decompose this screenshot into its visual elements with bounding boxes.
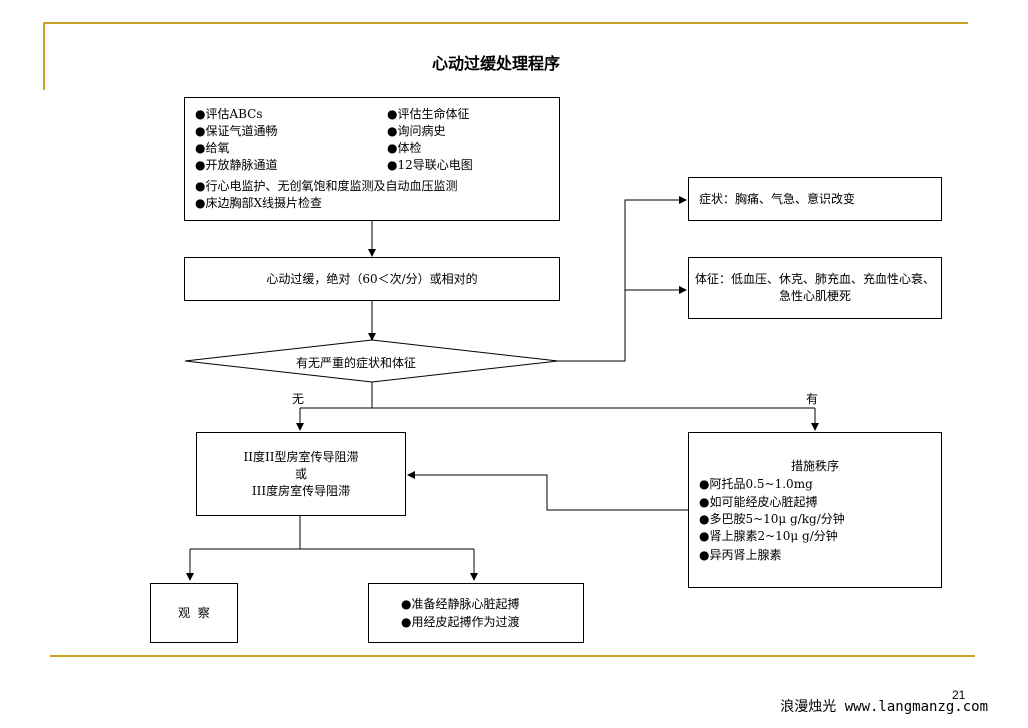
measures-item: ●异丙肾上腺素 bbox=[699, 548, 782, 562]
av-block-line: 或 bbox=[294, 467, 307, 481]
assess-item: ●评估ABCs bbox=[195, 107, 263, 121]
signs-box: 体征：低血压、休克、肺充血、充血性心衰、急性心肌梗死 bbox=[688, 257, 942, 319]
no-branch-label: 无 bbox=[292, 392, 305, 406]
measures-item: ●肾上腺素2~10μ g/分钟 bbox=[699, 529, 838, 543]
assess-item: ●体检 bbox=[387, 141, 422, 155]
observe-box: 观 察 bbox=[150, 583, 238, 643]
assess-item: ●行心电监护、无创氧饱和度监测及自动血压监测 bbox=[195, 179, 458, 193]
symptoms-text: 症状：胸痛、气急、意识改变 bbox=[699, 192, 856, 206]
observe-text: 观 察 bbox=[178, 605, 210, 620]
page-title: 心动过缓处理程序 bbox=[432, 54, 561, 73]
measures-item: ●如可能经皮心脏起搏 bbox=[699, 495, 818, 509]
assess-item: ●给氧 bbox=[195, 141, 230, 155]
measures-title: 措施秩序 bbox=[790, 459, 839, 473]
left-accent-bar bbox=[43, 22, 45, 90]
pacing-item: ●用经皮起搏作为过渡 bbox=[401, 615, 520, 629]
assessment-box: ●评估ABCs ●保证气道通畅 ●给氧 ●开放静脉通道 ●评估生命体征 ●询问病… bbox=[184, 97, 560, 221]
pacing-box: ●准备经静脉心脏起搏 ●用经皮起搏作为过渡 bbox=[368, 583, 584, 643]
bradycardia-text: 心动过缓，绝对（60＜次/分）或相对的 bbox=[266, 271, 478, 286]
measures-item: ●多巴胺5~10μ g/kg/分钟 bbox=[699, 512, 845, 526]
arrow-measures-to-block bbox=[407, 471, 688, 511]
decision-diamond bbox=[184, 339, 559, 383]
assess-item: ●12导联心电图 bbox=[387, 158, 473, 172]
bradycardia-box: 心动过缓，绝对（60＜次/分）或相对的 bbox=[184, 257, 560, 301]
measures-box: 措施秩序 ●阿托品0.5~1.0mg ●如可能经皮心脏起搏 ●多巴胺5~10μ … bbox=[688, 432, 942, 588]
symptoms-box: 症状：胸痛、气急、意识改变 bbox=[688, 177, 942, 221]
signs-text: 体征：低血压、休克、肺充血、充血性心衰、急性心肌梗死 bbox=[695, 272, 936, 303]
assess-item: ●床边胸部X线摄片检查 bbox=[195, 196, 323, 210]
av-block-line: III度房室传导阻滞 bbox=[251, 484, 351, 498]
av-block-line: II度II型房室传导阻滞 bbox=[243, 450, 359, 464]
assess-item: ●开放静脉通道 bbox=[195, 158, 278, 172]
av-block-box: II度II型房室传导阻滞 或 III度房室传导阻滞 bbox=[196, 432, 406, 516]
bottom-rule bbox=[50, 655, 975, 657]
decision-text: 有无严重的症状和体征 bbox=[296, 356, 417, 370]
assess-item: ●保证气道通畅 bbox=[195, 124, 278, 138]
top-rule bbox=[43, 22, 968, 24]
assess-item: ●询问病史 bbox=[387, 124, 446, 138]
footer-watermark: 浪漫烛光 www.langmanzg.com bbox=[780, 699, 988, 715]
measures-item: ●阿托品0.5~1.0mg bbox=[699, 477, 813, 491]
assess-item: ●评估生命体征 bbox=[387, 107, 470, 121]
pacing-item: ●准备经静脉心脏起搏 bbox=[401, 597, 520, 611]
page-number: 21 bbox=[952, 688, 966, 702]
arrow-to-symptoms bbox=[558, 196, 687, 362]
yes-branch-label: 有 bbox=[806, 392, 819, 406]
